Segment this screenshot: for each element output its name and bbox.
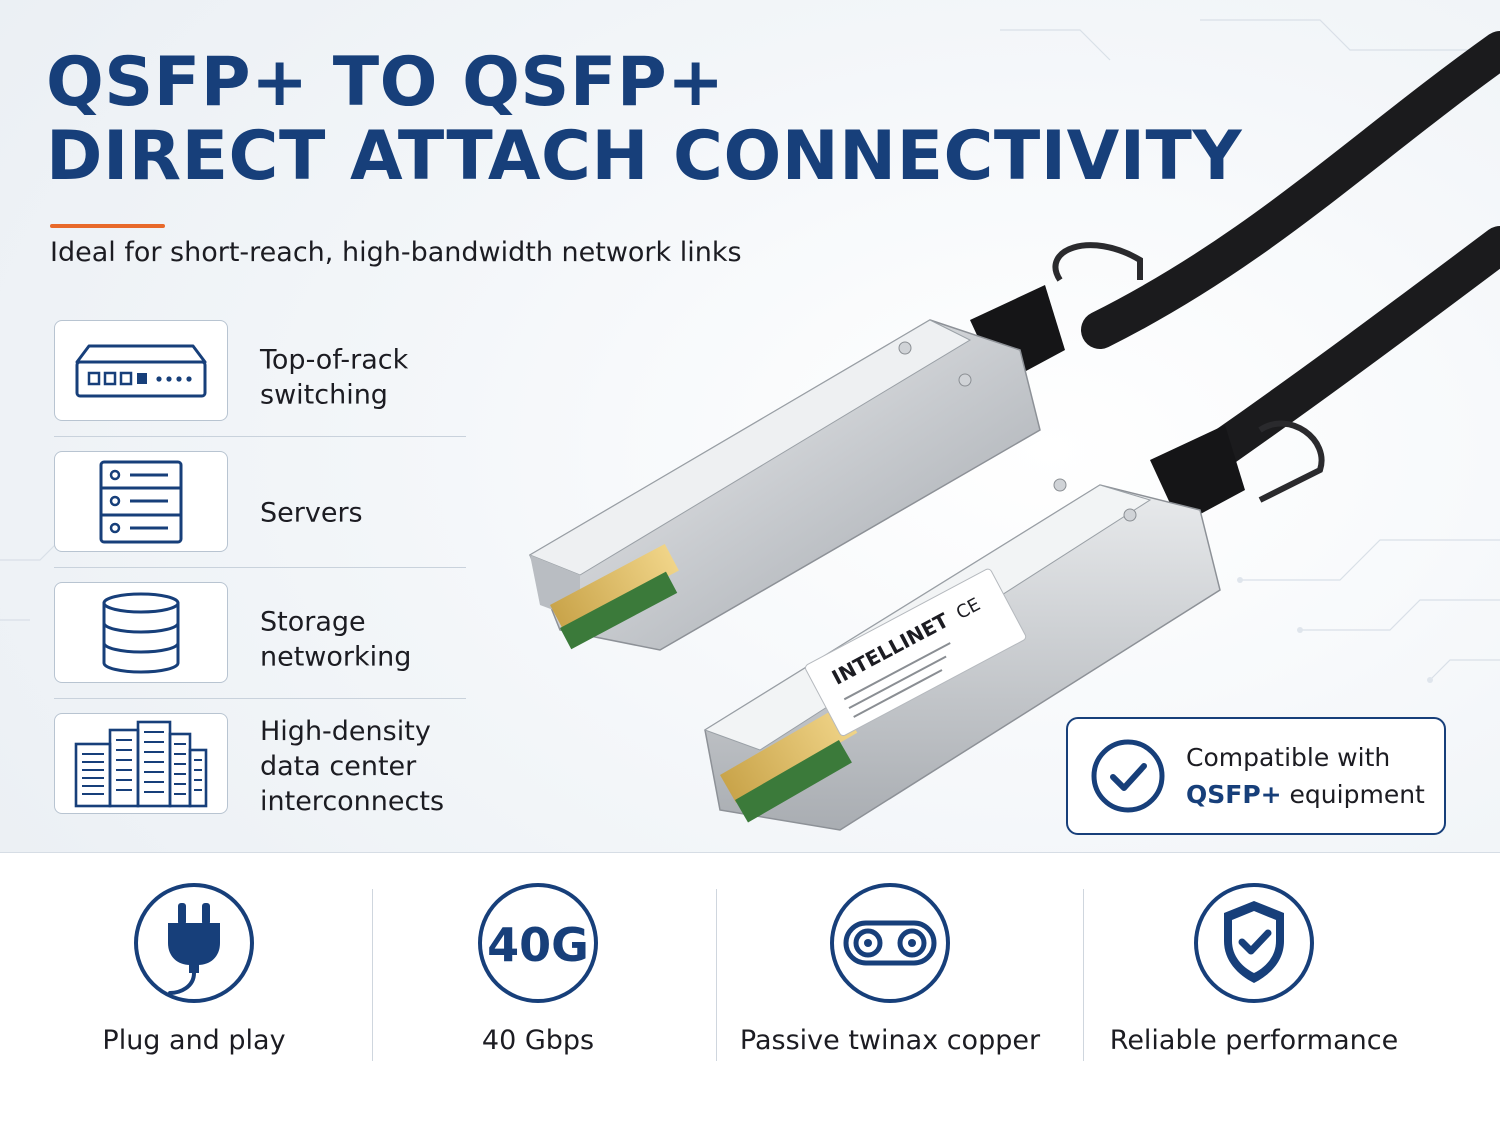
- benefit-divider: [716, 889, 717, 1061]
- qsfp-cable-product-image: INTELLINET CE: [528, 31, 1500, 831]
- benefits-bar: Plug and play 40G 40 Gbps Passive twinax…: [0, 852, 1500, 1126]
- 40g-icon: 40G: [478, 883, 598, 1003]
- feature-item: High-density data center interconnects: [54, 698, 466, 844]
- feature-label: Servers: [260, 496, 363, 528]
- benefit-item: Passive twinax copper: [720, 881, 1060, 1056]
- benefit-label: Passive twinax copper: [739, 1025, 1041, 1056]
- use-case-list: Top-of-rack switching Servers: [54, 320, 466, 844]
- compatibility-text: Compatible with QSFP+ equipment: [1186, 739, 1425, 813]
- server-rack-icon: [99, 460, 183, 543]
- title-line-1: QSFP+ TO QSFP+: [46, 43, 725, 122]
- switch-icon: [75, 344, 207, 397]
- feature-label: Top-of-rack switching: [260, 344, 409, 411]
- feature-icon-box: [54, 713, 228, 814]
- check-circle-icon: [1091, 739, 1165, 813]
- benefit-divider: [372, 889, 373, 1061]
- 40g-icon-text: 40G: [487, 918, 589, 972]
- shield-check-icon: [1194, 883, 1314, 1003]
- feature-item: Top-of-rack switching: [54, 320, 466, 451]
- data-center-buildings-icon: [74, 720, 208, 807]
- feature-icon-box: [54, 320, 228, 421]
- compatibility-badge: Compatible with QSFP+ equipment: [1066, 717, 1446, 835]
- feature-label: High-density data center interconnects: [260, 715, 445, 817]
- page-title: QSFP+ TO QSFP+ DIRECT ATTACH CONNECTIVIT…: [46, 46, 1242, 194]
- feature-icon-box: [54, 582, 228, 683]
- subtitle: Ideal for short-reach, high-bandwidth ne…: [50, 237, 742, 268]
- title-accent-divider: [50, 224, 165, 228]
- twinax-cable-icon: [830, 883, 950, 1003]
- feature-item: Storage networking: [54, 567, 466, 713]
- compatibility-line-1: Compatible with: [1186, 743, 1391, 772]
- benefit-item: Plug and play: [24, 881, 364, 1056]
- benefit-label: Plug and play: [102, 1025, 286, 1056]
- title-line-2: DIRECT ATTACH CONNECTIVITY: [46, 117, 1243, 196]
- benefit-item: 40G 40 Gbps: [368, 881, 708, 1056]
- database-icon: [102, 592, 180, 674]
- compatibility-line-2-rest: equipment: [1281, 780, 1425, 809]
- feature-icon-box: [54, 451, 228, 552]
- feature-label: Storage networking: [260, 606, 412, 673]
- power-plug-icon: [134, 883, 254, 1003]
- benefit-divider: [1083, 889, 1084, 1061]
- compatibility-standard: QSFP+: [1186, 780, 1282, 809]
- benefit-item: Reliable performance: [1084, 881, 1424, 1056]
- feature-item: Servers: [54, 436, 466, 582]
- benefit-label: Reliable performance: [1109, 1025, 1399, 1056]
- benefit-label: 40 Gbps: [481, 1025, 595, 1056]
